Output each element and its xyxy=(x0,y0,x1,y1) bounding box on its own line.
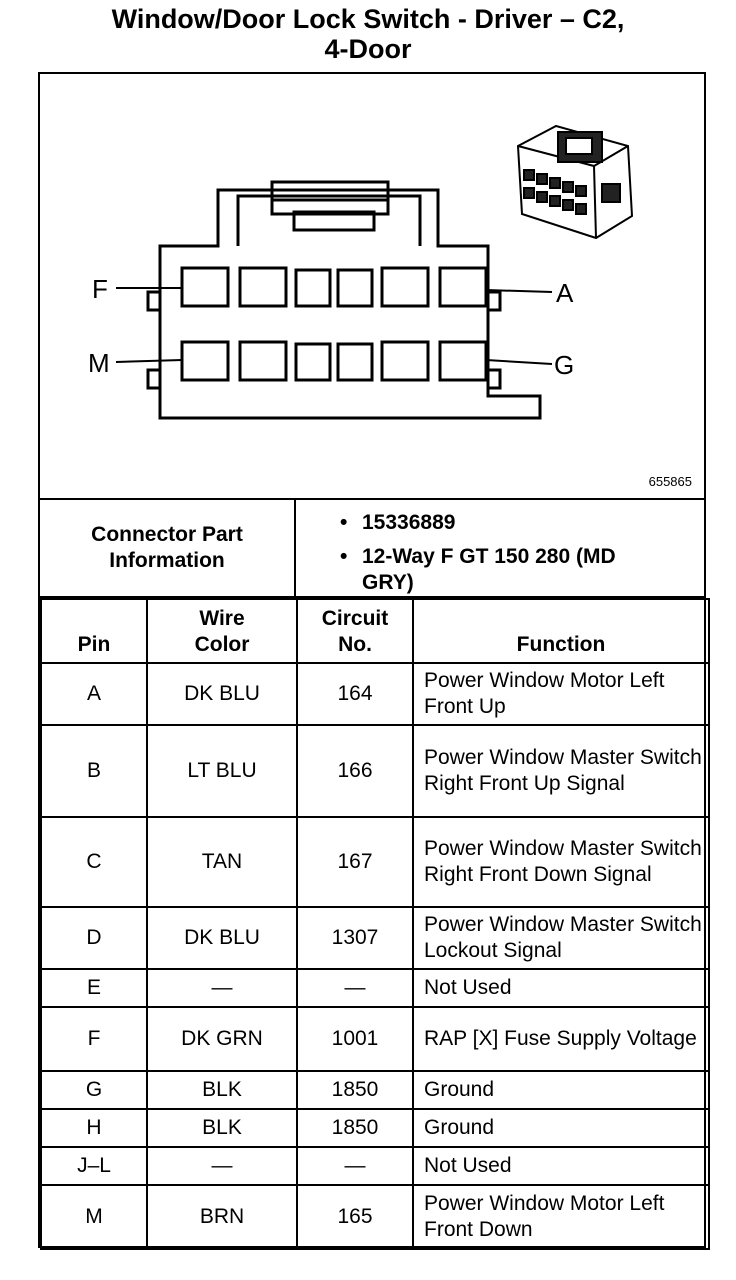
cell-function: Power Window Motor Left Front Up xyxy=(412,662,710,726)
cell-color: — xyxy=(146,1146,298,1186)
connector-body-outline xyxy=(158,188,542,420)
cell-color: DK BLU xyxy=(146,906,298,970)
table-row: E — — Not Used xyxy=(40,968,710,1008)
cell-circuit: 1001 xyxy=(296,1006,414,1072)
connector-part-info-label: Connector Part Information xyxy=(40,500,296,596)
table-row: G BLK 1850 Ground xyxy=(40,1070,710,1110)
cell-circuit: 1307 xyxy=(296,906,414,970)
connector-3d-view xyxy=(516,124,634,240)
cell-color: BLK xyxy=(146,1108,298,1148)
cell-color: DK BLU xyxy=(146,662,298,726)
cell-pin: J–L xyxy=(40,1146,148,1186)
table-row: M BRN 165 Power Window Motor Left Front … xyxy=(40,1184,710,1250)
table-row: H BLK 1850 Ground xyxy=(40,1108,710,1148)
title-line-2: 4-Door xyxy=(324,34,412,64)
connector-diagram: F A M G xyxy=(40,74,704,498)
cell-pin: M xyxy=(40,1184,148,1250)
table-row: F DK GRN 1001 RAP [X] Fuse Supply Voltag… xyxy=(40,1006,710,1072)
cell-circuit: — xyxy=(296,968,414,1008)
table-row: D DK BLU 1307 Power Window Master Switch… xyxy=(40,906,710,970)
pin-label-g: G xyxy=(554,350,574,380)
cell-function: Power Window Motor Left Front Down xyxy=(412,1184,710,1250)
cell-pin: C xyxy=(40,816,148,908)
cell-pin: E xyxy=(40,968,148,1008)
cell-function: RAP [X] Fuse Supply Voltage xyxy=(412,1006,710,1072)
cell-color: BRN xyxy=(146,1184,298,1250)
latch-tab xyxy=(270,180,390,216)
cell-function: Power Window Master Switch Right Front U… xyxy=(412,724,710,818)
header-function: Function xyxy=(412,598,710,664)
table-row: B LT BLU 166 Power Window Master Switch … xyxy=(40,724,710,818)
left-lower-tab xyxy=(146,368,160,390)
cell-function: Ground xyxy=(412,1070,710,1110)
cell-function: Power Window Master Switch Right Front D… xyxy=(412,816,710,908)
cell-function: Not Used xyxy=(412,1146,710,1186)
cpi-label-line-1: Connector Part xyxy=(91,523,243,546)
lower-cavity-row xyxy=(180,340,488,382)
figure-number: 655865 xyxy=(648,474,692,489)
cell-circuit: 167 xyxy=(296,816,414,908)
cell-circuit: 165 xyxy=(296,1184,414,1250)
cell-color: — xyxy=(146,968,298,1008)
left-upper-tab xyxy=(146,290,160,312)
cell-pin: A xyxy=(40,662,148,726)
cell-color: LT BLU xyxy=(146,724,298,818)
pin-label-m: M xyxy=(88,348,110,378)
cell-pin: F xyxy=(40,1006,148,1072)
connector-sheet: F A M G xyxy=(38,72,710,1250)
cell-pin: H xyxy=(40,1108,148,1148)
header-pin: Pin xyxy=(40,598,148,664)
pin-label-f: F xyxy=(92,274,108,304)
cell-function: Not Used xyxy=(412,968,710,1008)
right-lower-tab xyxy=(488,368,502,390)
cell-function: Power Window Master Switch Lockout Signa… xyxy=(412,906,710,970)
table-row: C TAN 167 Power Window Master Switch Rig… xyxy=(40,816,710,908)
right-upper-tab xyxy=(488,290,502,312)
cell-pin: B xyxy=(40,724,148,818)
cell-circuit: 1850 xyxy=(296,1070,414,1110)
title-line-1: Window/Door Lock Switch - Driver – C2, xyxy=(111,4,625,34)
cell-color: DK GRN xyxy=(146,1006,298,1072)
part-number: 15336889 xyxy=(336,510,696,536)
cpi-label-line-2: Information xyxy=(109,549,225,572)
cell-circuit: 166 xyxy=(296,724,414,818)
connector-face-drawing: F A M G xyxy=(88,124,634,420)
cell-color: TAN xyxy=(146,816,298,908)
connector-part-info: Connector Part Information 15336889 12-W… xyxy=(40,498,704,598)
pin-label-a: A xyxy=(556,278,574,308)
connector-part-list: 15336889 12-Way F GT 150 280 (MD GRY) xyxy=(336,510,696,604)
cell-circuit: 164 xyxy=(296,662,414,726)
page-title: Window/Door Lock Switch - Driver – C2, 4… xyxy=(0,4,736,64)
connector-type: 12-Way F GT 150 280 (MD GRY) xyxy=(336,544,632,596)
cell-circuit: — xyxy=(296,1146,414,1186)
cell-function: Ground xyxy=(412,1108,710,1148)
cell-pin: G xyxy=(40,1070,148,1110)
cell-pin: D xyxy=(40,906,148,970)
cell-color: BLK xyxy=(146,1070,298,1110)
table-row: A DK BLU 164 Power Window Motor Left Fro… xyxy=(40,662,710,726)
upper-cavity-row xyxy=(180,266,488,308)
table-row: J–L — — Not Used xyxy=(40,1146,710,1186)
latch-inner xyxy=(236,194,422,246)
cell-circuit: 1850 xyxy=(296,1108,414,1148)
latch-slot xyxy=(292,210,376,232)
